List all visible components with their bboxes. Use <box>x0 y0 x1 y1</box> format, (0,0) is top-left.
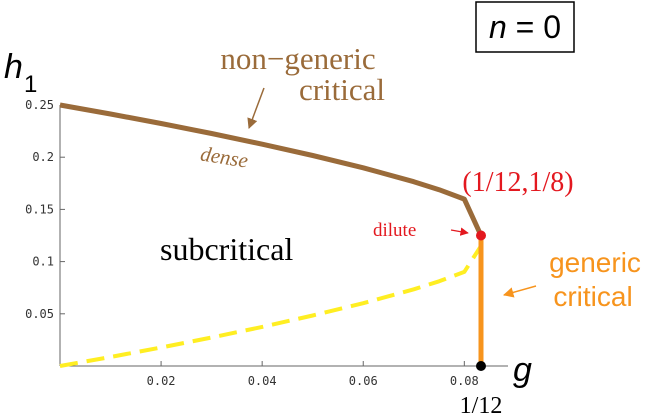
y-tick-label: 0.05 <box>25 307 54 321</box>
y-tick-label: 0.1 <box>32 255 54 269</box>
point-label: (1/12,1/8) <box>462 167 573 198</box>
x-tick-label: 0.02 <box>147 374 176 388</box>
y-axis-label-subscript: 1 <box>24 71 37 98</box>
dilute-arrow <box>450 227 469 236</box>
axis-ticks: 0.02 0.04 0.06 0.08 0.05 0.1 0.15 0.2 0.25 <box>25 98 479 388</box>
parameter-badge: n = 0 <box>489 9 561 45</box>
x-tick-label: 0.04 <box>248 374 277 388</box>
non-generic-arrow <box>247 87 265 129</box>
series-line-dense <box>59 102 484 237</box>
generic-arrow <box>502 285 537 298</box>
special-x-label: 1/12 <box>460 393 503 418</box>
subcritical-label: subcritical <box>160 231 293 267</box>
non-generic-label-line1: non−generic <box>220 41 375 76</box>
series-line-dilute <box>59 244 483 368</box>
generic-label-line1: generic <box>549 247 641 278</box>
generic-label-line2: critical <box>553 281 632 312</box>
data-point-1 <box>476 230 486 241</box>
y-tick-label: 0.25 <box>25 98 54 112</box>
y-tick-label: 0.2 <box>32 150 54 164</box>
dense-label: dense <box>199 141 250 172</box>
y-tick-label: 0.15 <box>25 202 54 216</box>
data-point-2 <box>476 361 486 371</box>
points-layer <box>476 230 486 371</box>
x-tick-label: 0.06 <box>349 374 378 388</box>
parameter-badge-box <box>475 1 575 53</box>
non-generic-label-line2: critical <box>299 72 385 107</box>
series-layer <box>59 102 484 368</box>
x-axis-label: g <box>513 351 532 389</box>
x-tick-label: 0.08 <box>450 374 479 388</box>
y-axis-label: h <box>4 48 23 86</box>
dilute-label: dilute <box>373 220 416 241</box>
